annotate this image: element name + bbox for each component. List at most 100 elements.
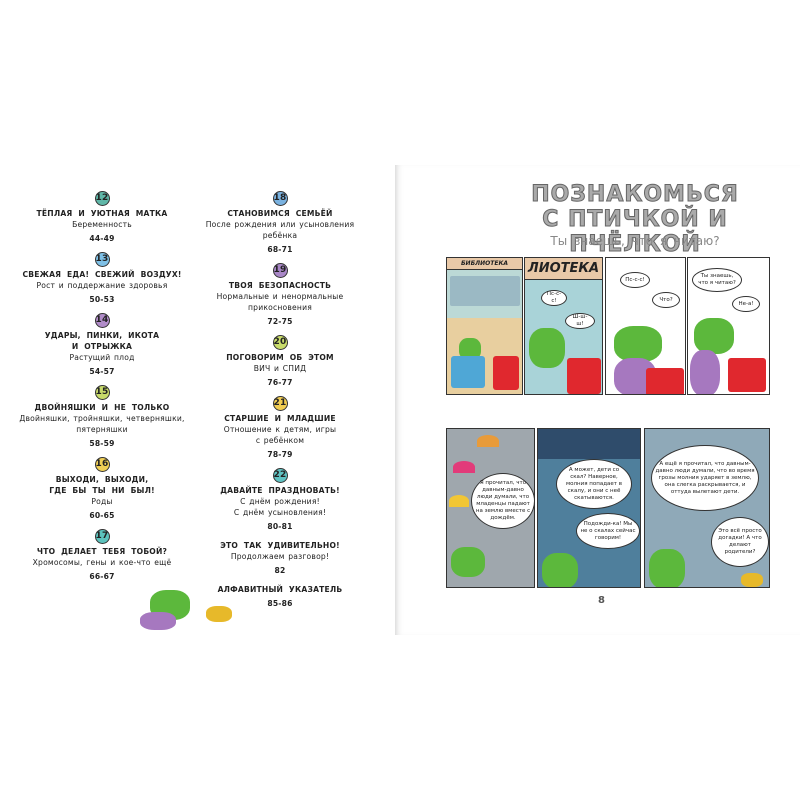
chapter-pages: 66-67 — [89, 572, 115, 581]
toc-entry[interactable]: Это так удивительно!Продолжаем разговор!… — [194, 540, 366, 576]
red-book — [493, 356, 519, 390]
speech-bubble: Я прочитал, что давным-давно люди думали… — [471, 473, 534, 529]
chapter-title: Алфавитный указатель — [217, 585, 343, 594]
chapter-title: Двойняшки и не только — [34, 403, 170, 412]
chapter-number-badge: 20 — [272, 335, 288, 350]
toc-entry[interactable]: 18Становимся семьёйПосле рождения или ус… — [194, 191, 366, 255]
comic-panel-5: Я прочитал, что давным-давно люди думали… — [446, 428, 535, 588]
chapter-subtitle: Хромосомы, гены и кое-что ещё — [32, 558, 172, 567]
bookshelf — [450, 276, 520, 306]
purple-sweater — [690, 350, 720, 394]
chapter-number-badge: 18 — [272, 191, 288, 206]
chapter-number-badge: 17 — [94, 529, 110, 544]
toc-entry[interactable]: 21Старшие и младшиеОтношение к детям, иг… — [194, 396, 366, 460]
library-sign-closeup: ЛИОТЕКА — [525, 258, 602, 280]
bird-character — [614, 326, 662, 362]
page-subtitle: Ты знаешь, что я читаю? — [550, 234, 720, 248]
chapter-subtitle: Беременность — [72, 220, 132, 229]
chapter-title: Становимся семьёй — [227, 209, 333, 218]
chapter-subtitle: с ребёнком — [255, 436, 305, 445]
chapter-pages: 68-71 — [267, 245, 293, 254]
umbrella — [449, 495, 469, 507]
chapter-pages: 78-79 — [267, 450, 293, 459]
speech-bubble: Ты знаешь, что я читаю? — [692, 268, 742, 292]
chapter-title-line-2: где бы ты ни был! — [49, 486, 155, 495]
toc-entry[interactable]: 13Свежая еда! Свежий воздух! Рост и подде… — [16, 252, 188, 305]
chapter-subtitle: После рождения или усыновления — [205, 220, 355, 229]
comic-panel-6: А может, дети со скал? Наверное, молния … — [537, 428, 641, 588]
chapter-number-badge: 16 — [94, 457, 110, 472]
chapter-subtitle: Роды — [91, 497, 113, 506]
chapter-number-badge: 13 — [94, 252, 110, 267]
library-sign: БИБЛИОТЕКА — [447, 258, 522, 270]
bird-character — [649, 549, 685, 587]
comic-panel-7: А ещё я прочитал, что давным-давно люди … — [644, 428, 770, 588]
bee-illustration — [206, 606, 232, 622]
toc-entry[interactable]: 22Давайте праздновать! С днём рождения! С … — [194, 468, 366, 532]
chapter-title: Свежая еда! Свежий воздух! — [22, 270, 182, 279]
speech-bubble: Подожди-ка! Мы не о скалах сейчас говори… — [576, 513, 640, 549]
chapter-subtitle: Нормальные и ненормальные — [216, 292, 344, 301]
speech-bubble: Пс-с-с! — [620, 272, 650, 288]
toc-entry[interactable]: 15Двойняшки и не толькоДвойняшки, тройня… — [16, 385, 188, 449]
comic-panel-4: Ты знаешь, что я читаю? Не-а! — [687, 257, 770, 395]
chapter-title: Давайте праздновать! — [220, 486, 340, 495]
bird-character — [694, 318, 734, 354]
red-book — [567, 358, 601, 394]
table-of-contents-left: 12Тёплая и уютная маткаБеременность 44-49… — [16, 191, 188, 582]
red-book — [646, 368, 684, 394]
chapter-pages: 58-59 — [89, 439, 115, 448]
blue-book — [451, 356, 485, 388]
speech-bubble: Ш-ш-ш! — [565, 313, 595, 329]
bee-character — [741, 573, 763, 587]
bird-character — [451, 547, 485, 577]
chapter-title: Что делает тебя тобой? — [36, 547, 168, 556]
chapter-subtitle: пятерняшки — [76, 425, 128, 434]
chapter-title-line-2: и отрыжка — [71, 342, 133, 351]
chapter-subtitle: Рост и поддержание здоровья — [36, 281, 168, 290]
chapter-title: Тёплая и уютная матка — [36, 209, 168, 218]
toc-entry[interactable]: 20Поговорим об этомВИЧ и СПИД 76-77 — [194, 335, 366, 388]
chapter-subtitle: ВИЧ и СПИД — [253, 364, 307, 373]
umbrella — [453, 461, 475, 473]
chapter-number-badge: 12 — [94, 191, 110, 206]
comic-panel-2: ЛИОТЕКА Пс-с-с! Ш-ш-ш! — [524, 257, 603, 395]
chapter-pages: 85-86 — [267, 599, 293, 608]
chapter-subtitle: ребёнка — [262, 231, 298, 240]
title-line-2: С ПТИЧКОЙ И ПЧЁЛКОЙ — [542, 207, 728, 258]
toc-entry[interactable]: 16Выходи, выходи,где бы ты ни был!Роды60… — [16, 457, 188, 521]
chapter-pages: 44-49 — [89, 234, 115, 243]
chapter-pages: 80-81 — [267, 522, 293, 531]
chapter-title: Поговорим об этом — [226, 353, 334, 362]
comic-panel-3: Пс-с-с! Что? — [605, 257, 686, 395]
storm-cloud — [538, 429, 640, 459]
toc-entry[interactable]: Алфавитный указатель 85-86 — [194, 584, 366, 609]
chapter-subtitle: Растущий плод — [69, 353, 135, 362]
chapter-subtitle: С днём рождения! — [240, 497, 320, 506]
chapter-title: Выходи, выходи, — [55, 475, 149, 484]
toc-entry[interactable]: 17Что делает тебя тобой? Хромосомы, гены … — [16, 529, 188, 582]
chapter-number-badge: 21 — [272, 396, 288, 411]
comic-panel-1: БИБЛИОТЕКА — [446, 257, 523, 395]
chapter-title: Твоя безопасность — [228, 281, 332, 290]
umbrella — [477, 435, 499, 447]
chapter-subtitle: С днём усыновления! — [233, 508, 327, 517]
speech-bubble: А ещё я прочитал, что давным-давно люди … — [651, 445, 759, 511]
chapter-number-badge: 22 — [272, 468, 288, 483]
toc-entry[interactable]: 12Тёплая и уютная маткаБеременность 44-49 — [16, 191, 188, 244]
toc-entry[interactable]: 19Твоя безопасностьНормальные и ненормал… — [194, 263, 366, 327]
title-line-1: ПОЗНАКОМЬСЯ — [531, 182, 739, 208]
bird-character — [542, 553, 578, 587]
chapter-subtitle: прикосновения — [248, 303, 312, 312]
chapter-number-badge: 19 — [272, 263, 288, 278]
table-of-contents-right: 18Становимся семьёйПосле рождения или ус… — [194, 191, 366, 609]
chapter-pages: 76-77 — [267, 378, 293, 387]
chapter-pages: 50-53 — [89, 295, 115, 304]
speech-bubble: Это всё просто догадки! А что делают род… — [711, 517, 769, 567]
page-number: 8 — [598, 595, 605, 606]
chapter-pages: 54-57 — [89, 367, 115, 376]
toc-entry[interactable]: 14Удары, пинки, икотаи отрыжкаРастущий п… — [16, 313, 188, 377]
bird-character — [459, 338, 481, 360]
chapter-number-badge: 14 — [94, 313, 110, 328]
